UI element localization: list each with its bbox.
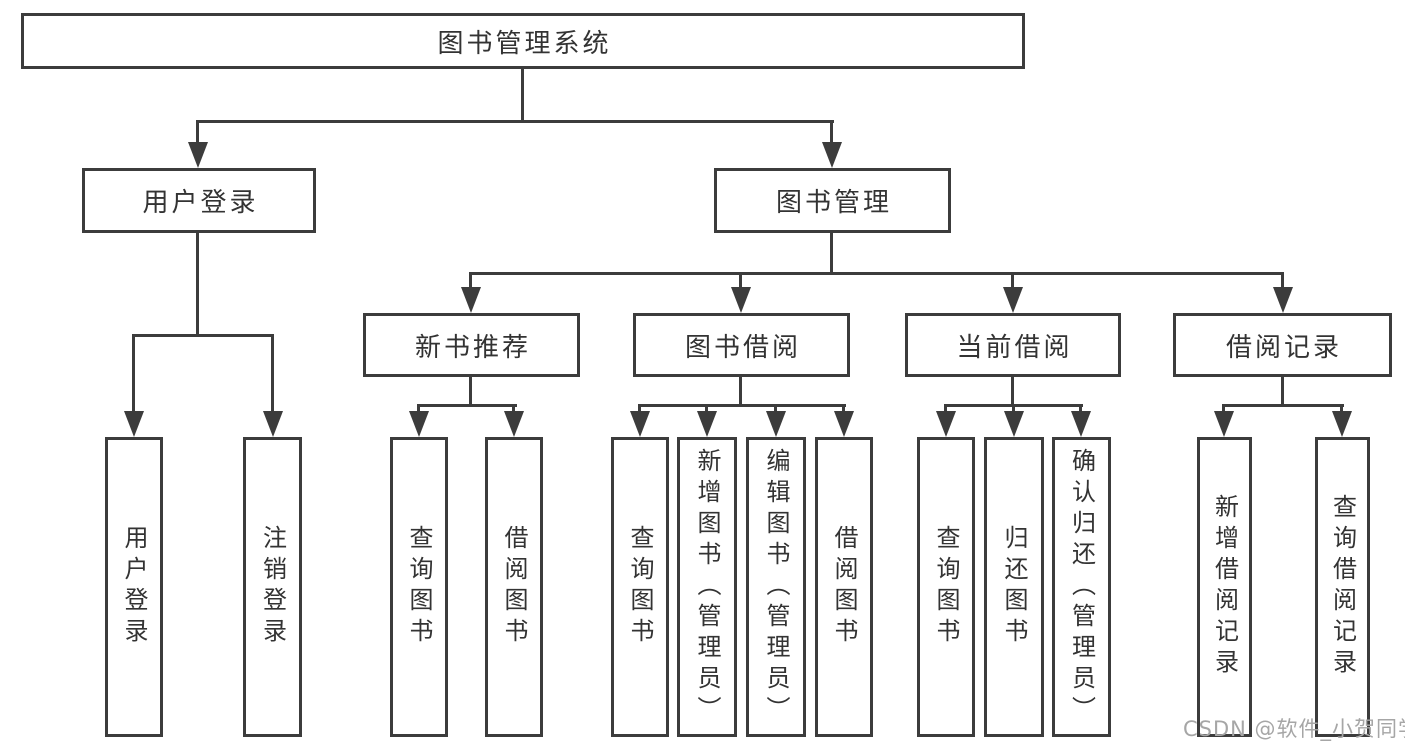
arrow-down-icon xyxy=(124,411,144,437)
connector-records-split xyxy=(1222,404,1344,407)
leaf-label: 归还图书 xyxy=(1000,525,1028,649)
arrow-down-icon xyxy=(263,411,283,437)
leaf-label: 查询图书 xyxy=(405,525,433,649)
arrow-down-icon xyxy=(731,287,751,313)
arrow-down-icon xyxy=(1071,411,1091,437)
leaf-label: 借阅图书 xyxy=(830,525,858,649)
csdn-watermark: CSDN @软件_小贺同学 xyxy=(1183,717,1405,741)
arrow-down-icon xyxy=(766,411,786,437)
node-book-management: 图书管理 xyxy=(714,168,951,233)
connector-stem xyxy=(774,404,777,414)
leaf-label: 新增图书（管理员） xyxy=(693,447,721,727)
connector-stem xyxy=(1340,404,1343,414)
arrow-down-icon xyxy=(1332,411,1352,437)
leaf-newbook-query-books: 查询图书 xyxy=(390,437,448,737)
connector-records-drop xyxy=(1281,377,1284,407)
leaf-label: 用户登录 xyxy=(120,525,148,649)
node-user-login: 用户登录 xyxy=(82,168,316,233)
connector-stem xyxy=(1079,404,1082,414)
connector-stem xyxy=(944,404,947,414)
leaf-user-login: 用户登录 xyxy=(105,437,163,737)
leaf-label: 注销登录 xyxy=(258,525,287,649)
leaf-label: 查询借阅记录 xyxy=(1328,494,1357,680)
arrow-down-icon xyxy=(630,411,650,437)
connector-root-split xyxy=(196,120,834,123)
leaf-borrow-books: 借阅图书 xyxy=(815,437,873,737)
leaf-add-book-admin: 新增图书（管理员） xyxy=(677,437,737,737)
arrow-down-icon xyxy=(504,411,524,437)
connector-stem xyxy=(132,334,135,413)
leaf-query-borrow-record: 查询借阅记录 xyxy=(1315,437,1370,737)
connector-borrowing-drop xyxy=(739,377,742,407)
arrow-down-icon xyxy=(409,411,429,437)
leaf-current-query-books: 查询图书 xyxy=(917,437,975,737)
node-borrowing-records: 借阅记录 xyxy=(1173,313,1392,377)
connector-stem xyxy=(196,120,199,146)
arrow-down-icon xyxy=(697,411,717,437)
leaf-borrowing-query-books: 查询图书 xyxy=(611,437,669,737)
leaf-label: 编辑图书（管理员） xyxy=(762,447,790,727)
connector-book-mgmt-drop xyxy=(830,233,833,274)
connector-borrowing-split xyxy=(638,404,846,407)
connector-book-mgmt-split xyxy=(469,272,1284,275)
leaf-label: 新增借阅记录 xyxy=(1210,494,1239,680)
connector-stem xyxy=(1012,404,1015,414)
connector-stem xyxy=(271,334,274,413)
arrow-down-icon xyxy=(461,287,481,313)
connector-stem xyxy=(512,404,515,414)
connector-stem xyxy=(842,404,845,414)
connector-stem xyxy=(830,120,833,146)
leaf-logout: 注销登录 xyxy=(243,437,302,737)
connector-user-login-split xyxy=(132,334,274,337)
connector-user-login-drop xyxy=(196,233,199,336)
arrow-down-icon xyxy=(834,411,854,437)
connector-stem xyxy=(739,272,742,290)
arrow-down-icon xyxy=(1003,287,1023,313)
connector-stem xyxy=(417,404,420,414)
leaf-label: 确认归还（管理员） xyxy=(1067,447,1096,727)
node-library-system: 图书管理系统 xyxy=(21,13,1025,69)
arrow-down-icon xyxy=(1004,411,1024,437)
leaf-add-borrow-record: 新增借阅记录 xyxy=(1197,437,1252,737)
leaf-label: 查询图书 xyxy=(932,525,960,649)
leaf-newbook-borrow-books: 借阅图书 xyxy=(485,437,543,737)
leaf-edit-book-admin: 编辑图书（管理员） xyxy=(746,437,806,737)
connector-stem xyxy=(469,272,472,290)
connector-stem xyxy=(638,404,641,414)
node-book-borrowing: 图书借阅 xyxy=(633,313,850,377)
connector-stem xyxy=(1281,272,1284,290)
arrow-down-icon xyxy=(1214,411,1234,437)
connector-stem xyxy=(705,404,708,414)
node-current-borrowing: 当前借阅 xyxy=(905,313,1121,377)
connector-stem xyxy=(1011,272,1014,290)
connector-new-book-drop xyxy=(469,377,472,407)
connector-stem xyxy=(1222,404,1225,414)
arrow-down-icon xyxy=(822,142,842,168)
arrow-down-icon xyxy=(936,411,956,437)
connector-current-drop xyxy=(1011,377,1014,407)
connector-new-book-split xyxy=(417,404,517,407)
leaf-return-books: 归还图书 xyxy=(984,437,1044,737)
leaf-label: 借阅图书 xyxy=(500,525,528,649)
arrow-down-icon xyxy=(188,142,208,168)
leaf-label: 查询图书 xyxy=(626,525,654,649)
arrow-down-icon xyxy=(1273,287,1293,313)
leaf-confirm-return-admin: 确认归还（管理员） xyxy=(1052,437,1111,737)
connector-root-drop xyxy=(521,69,524,122)
node-new-book-recommend: 新书推荐 xyxy=(363,313,580,377)
